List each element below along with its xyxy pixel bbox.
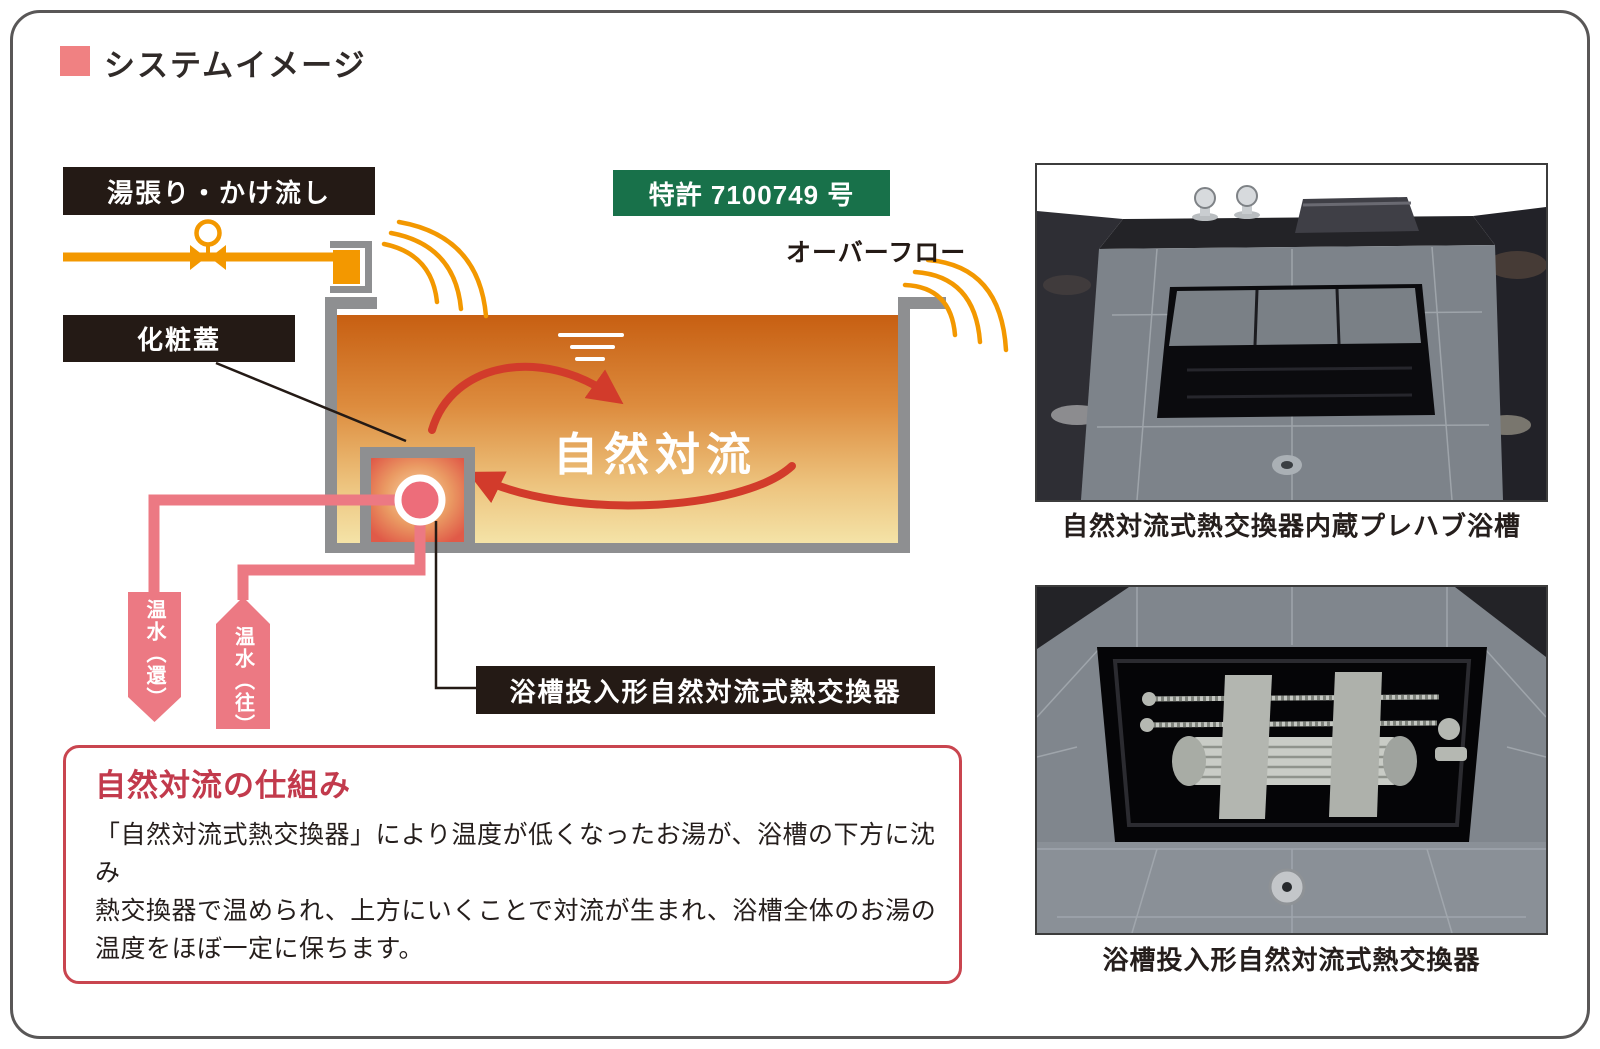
photo-heat-exchanger (1035, 585, 1548, 935)
overflow-label: オーバーフロー (786, 239, 967, 267)
supply-flow-label: 温水（往） (231, 626, 254, 736)
return-flow-banner (128, 592, 181, 722)
overflow-arcs (902, 257, 1009, 353)
heat-exchanger-circle (394, 474, 446, 526)
photo-caption: 浴槽投入形自然対流式熱交換器 (1102, 945, 1481, 975)
photo-caption: 自然対流式熱交換器内蔵プレハブ浴槽 (1061, 511, 1521, 541)
info-line: 温度をほぼ一定に保ちます。 (95, 935, 425, 963)
bathtub-walls (325, 297, 946, 553)
info-box-title: 自然対流の仕組み (95, 768, 351, 803)
supply-pipe (63, 219, 333, 270)
return-flow-label: 温水（還） (143, 599, 165, 709)
photo-prefab-bathtub (1035, 163, 1548, 502)
inlet-flow-arcs (381, 219, 489, 319)
faucet-knobs-icon (1192, 185, 1260, 221)
patent-badge: 特許 7100749 号 (613, 170, 890, 216)
hot-water-pipes (148, 494, 426, 600)
photo-prefab-bathtub-image (1037, 165, 1546, 500)
system-diagram (63, 219, 1009, 729)
water-surface-icon (558, 333, 624, 361)
info-box-body: 「自然対流式熱交換器」により温度が低くなったお湯が、浴槽の下方に沈み 熱交換器で… (95, 816, 945, 968)
photo-heat-exchanger-image (1037, 587, 1546, 933)
info-line: 熱交換器で温められ、上方にいくことで対流が生まれ、浴槽全体のお湯の (95, 897, 937, 925)
fill-label: 湯張り・かけ流し (63, 167, 375, 215)
inlet-spout (330, 241, 372, 293)
page-title: システムイメージ (104, 48, 367, 83)
convection-arrows (428, 362, 796, 510)
convection-label: 自然対流 (552, 429, 757, 480)
exchanger-label: 浴槽投入形自然対流式熱交換器 (476, 666, 935, 714)
cover-label: 化粧蓋 (63, 315, 295, 362)
info-box (63, 745, 962, 984)
header-accent-square (60, 46, 90, 76)
info-line: 「自然対流式熱交換器」により温度が低くなったお湯が、浴槽の下方に沈み (95, 821, 936, 887)
supply-flow-banner (216, 597, 270, 729)
valve-icon (194, 219, 222, 247)
leader-lines (215, 361, 476, 690)
